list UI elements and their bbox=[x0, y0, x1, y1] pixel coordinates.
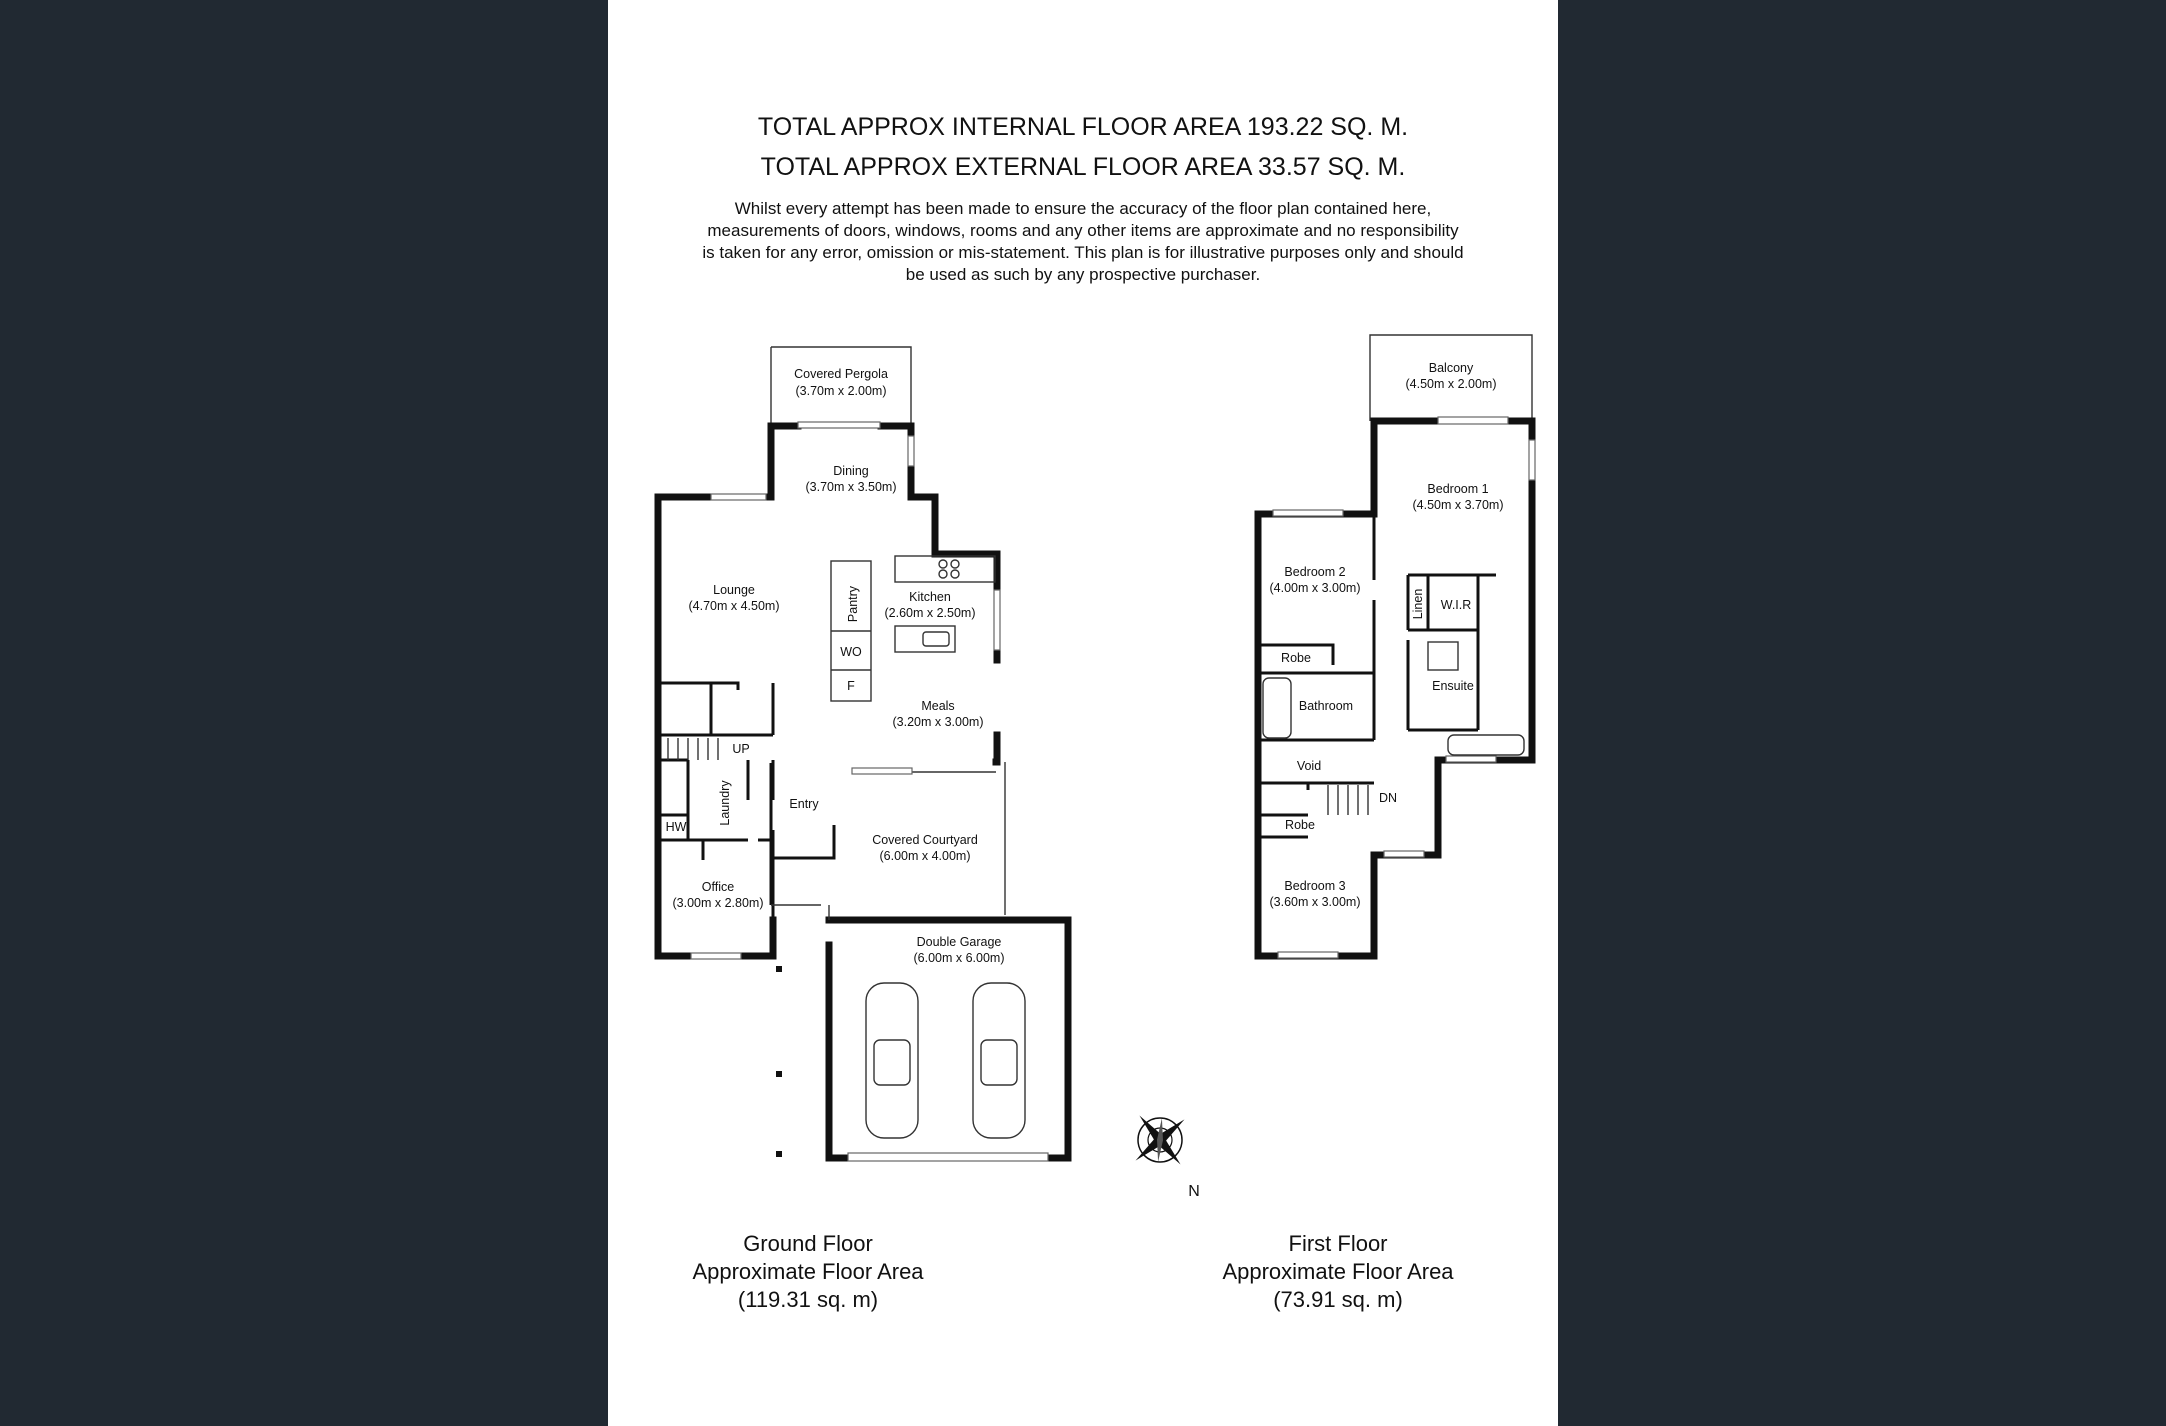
dn-label: DN bbox=[1379, 791, 1397, 805]
balcony-label: Balcony bbox=[1429, 361, 1474, 375]
first-interior-partitions bbox=[1258, 643, 1376, 839]
kitchen-island bbox=[894, 625, 956, 653]
lounge-label: Lounge bbox=[713, 583, 755, 597]
meals-label: Meals bbox=[921, 699, 954, 713]
laundry-label: Laundry bbox=[718, 780, 732, 826]
first-floor-title: First Floor bbox=[1288, 1231, 1388, 1256]
ground-floor-plan: Covered Pergola (3.70m x 2.00m) Dining (… bbox=[654, 346, 1072, 1162]
ground-stairs bbox=[667, 738, 719, 760]
garage-label: Double Garage bbox=[917, 935, 1002, 949]
bed1-label: Bedroom 1 bbox=[1427, 482, 1488, 496]
car-1-icon bbox=[865, 982, 919, 1139]
ground-floor-title: Ground Floor bbox=[743, 1231, 873, 1256]
kitchen-bench bbox=[894, 555, 996, 583]
bath-window bbox=[1445, 755, 1497, 763]
office-label: Office bbox=[702, 880, 734, 894]
bed3-label: Bedroom 3 bbox=[1284, 879, 1345, 893]
ground-exterior-north-wall bbox=[877, 422, 1000, 558]
office-window bbox=[690, 952, 742, 960]
shower-icon bbox=[1427, 641, 1459, 671]
linen-label: Linen bbox=[1411, 589, 1425, 620]
dining-slider bbox=[797, 421, 881, 429]
office-size: (3.00m x 2.80m) bbox=[672, 896, 763, 910]
bed2-window bbox=[1272, 509, 1344, 517]
fridge-label: F bbox=[847, 679, 855, 693]
ground-wc-partitions bbox=[658, 681, 775, 737]
bed2-size: (4.00m x 3.00m) bbox=[1269, 581, 1360, 595]
first-floor-area-value: (73.91 sq. m) bbox=[1273, 1287, 1403, 1312]
pergola-outline bbox=[770, 346, 912, 426]
lounge-window bbox=[710, 493, 767, 501]
garage-walls bbox=[825, 916, 1072, 1162]
ensuite-label: Ensuite bbox=[1432, 679, 1474, 693]
ground-meals-east-wall bbox=[992, 731, 1001, 766]
compass-north-label: N bbox=[1188, 1183, 1200, 1200]
ground-exterior-west-wall bbox=[654, 422, 802, 960]
bed2-label: Bedroom 2 bbox=[1284, 565, 1345, 579]
kitchen-size: (2.60m x 2.50m) bbox=[884, 606, 975, 620]
dining-label: Dining bbox=[833, 464, 868, 478]
lounge-size: (4.70m x 4.50m) bbox=[688, 599, 779, 613]
courtyard-label: Covered Courtyard bbox=[872, 833, 978, 847]
first-floor-area-label: Approximate Floor Area bbox=[1222, 1259, 1454, 1284]
courtyard-slider bbox=[851, 767, 913, 775]
bed3-window bbox=[1277, 951, 1339, 959]
entry-label: Entry bbox=[789, 797, 819, 811]
ground-floor-caption: Ground Floor Approximate Floor Area (119… bbox=[678, 1230, 938, 1314]
wo-label: WO bbox=[840, 645, 862, 659]
balcony-size: (4.50m x 2.00m) bbox=[1405, 377, 1496, 391]
dining-window bbox=[907, 435, 915, 467]
compass-icon: N bbox=[1135, 1115, 1200, 1200]
external-area-heading: TOTAL APPROX EXTERNAL FLOOR AREA 33.57 S… bbox=[760, 153, 1406, 181]
first-wet-area-partitions bbox=[1372, 514, 1496, 732]
robe2-label: Robe bbox=[1285, 818, 1315, 832]
pantry-label: Pantry bbox=[846, 585, 860, 622]
internal-area-heading: TOTAL APPROX INTERNAL FLOOR AREA 193.22 … bbox=[757, 113, 1409, 141]
sink-icon bbox=[922, 631, 950, 647]
ground-floor-area-label: Approximate Floor Area bbox=[692, 1259, 924, 1284]
car-2-icon bbox=[972, 982, 1026, 1139]
ground-laundry-partitions bbox=[658, 758, 775, 956]
bathtub-icon bbox=[1262, 677, 1292, 739]
pergola-size: (3.70m x 2.00m) bbox=[795, 384, 886, 398]
void-label: Void bbox=[1297, 759, 1321, 773]
bed1-size: (4.50m x 3.70m) bbox=[1412, 498, 1503, 512]
first-stairs bbox=[1327, 785, 1369, 815]
ground-entry-partitions bbox=[769, 763, 836, 905]
meals-size: (3.20m x 3.00m) bbox=[892, 715, 983, 729]
bed3-size: (3.60m x 3.00m) bbox=[1269, 895, 1360, 909]
hw-label: HW bbox=[666, 820, 687, 834]
bed1-slider bbox=[1437, 416, 1509, 425]
first-floor-plan: Balcony (4.50m x 2.00m) Bedroom 1 (4.50m… bbox=[1254, 334, 1536, 960]
kitchen-window bbox=[993, 589, 1001, 651]
wir-label: W.I.R bbox=[1441, 598, 1472, 612]
floor-plan-sheet: TOTAL APPROX INTERNAL FLOOR AREA 193.22 … bbox=[608, 0, 1558, 1426]
disclaimer-text: Whilst every attempt has been made to en… bbox=[702, 199, 1464, 284]
garage-size: (6.00m x 6.00m) bbox=[913, 951, 1004, 965]
stair-window bbox=[1383, 850, 1425, 858]
first-exterior-east-wall bbox=[1370, 417, 1536, 764]
up-label: UP bbox=[732, 742, 749, 756]
courtyard-size: (6.00m x 4.00m) bbox=[879, 849, 970, 863]
kitchen-label: Kitchen bbox=[909, 590, 951, 604]
dining-size: (3.70m x 3.50m) bbox=[805, 480, 896, 494]
garage-door bbox=[847, 1152, 1049, 1162]
bathroom-label: Bathroom bbox=[1299, 699, 1353, 713]
ground-floor-area-value: (119.31 sq. m) bbox=[737, 1287, 879, 1312]
cooktop-icon bbox=[938, 559, 948, 569]
floor-plan-drawing: Covered Pergola (3.70m x 2.00m) Dining (… bbox=[654, 334, 1536, 1200]
driveway-marker bbox=[776, 966, 782, 972]
pergola-label: Covered Pergola bbox=[794, 367, 888, 381]
balcony-outline bbox=[1369, 334, 1533, 421]
first-floor-caption: First Floor Approximate Floor Area (73.9… bbox=[1208, 1230, 1468, 1314]
ensuite-bath-icon bbox=[1447, 734, 1525, 756]
bed1-window bbox=[1528, 439, 1536, 481]
robe-label: Robe bbox=[1281, 651, 1311, 665]
